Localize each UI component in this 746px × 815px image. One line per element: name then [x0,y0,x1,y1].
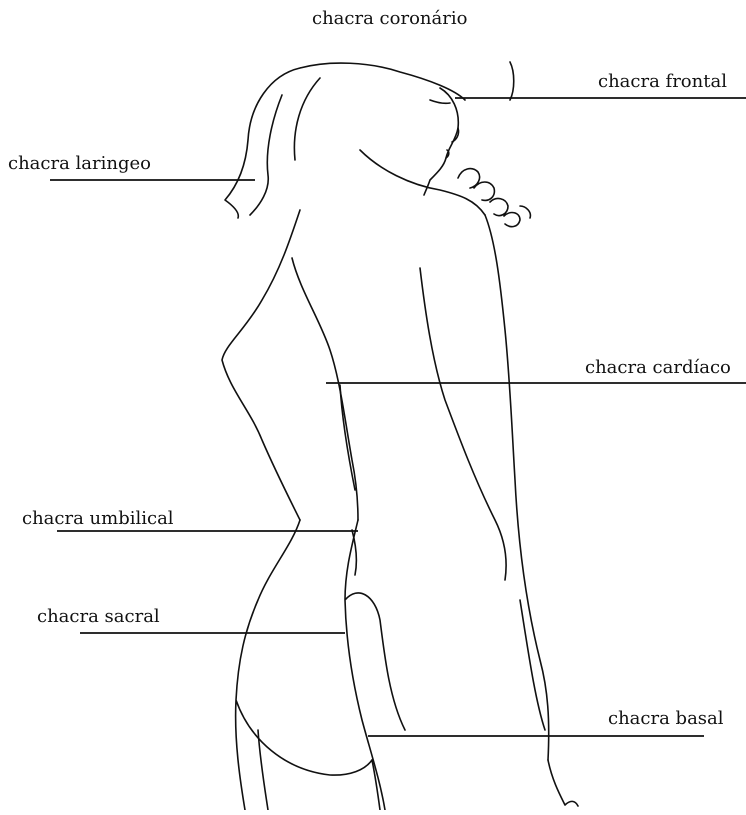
eye-line [430,100,450,103]
hair-outline [225,62,514,218]
label-chacra-frontal: chacra frontal [598,73,727,91]
right-arm [485,215,549,760]
label-chacra-coronario: chacra coronário [312,10,467,28]
label-chacra-sacral: chacra sacral [37,608,160,626]
label-chacra-cardiaco: chacra cardíaco [585,359,731,377]
back-outline [222,150,506,580]
spine-detail [340,385,356,575]
label-chacra-basal: chacra basal [608,710,724,728]
label-chacra-umbilical: chacra umbilical [22,510,174,528]
hand-fingers [458,169,530,227]
label-chacra-laringeo: chacra laringeo [8,155,151,173]
